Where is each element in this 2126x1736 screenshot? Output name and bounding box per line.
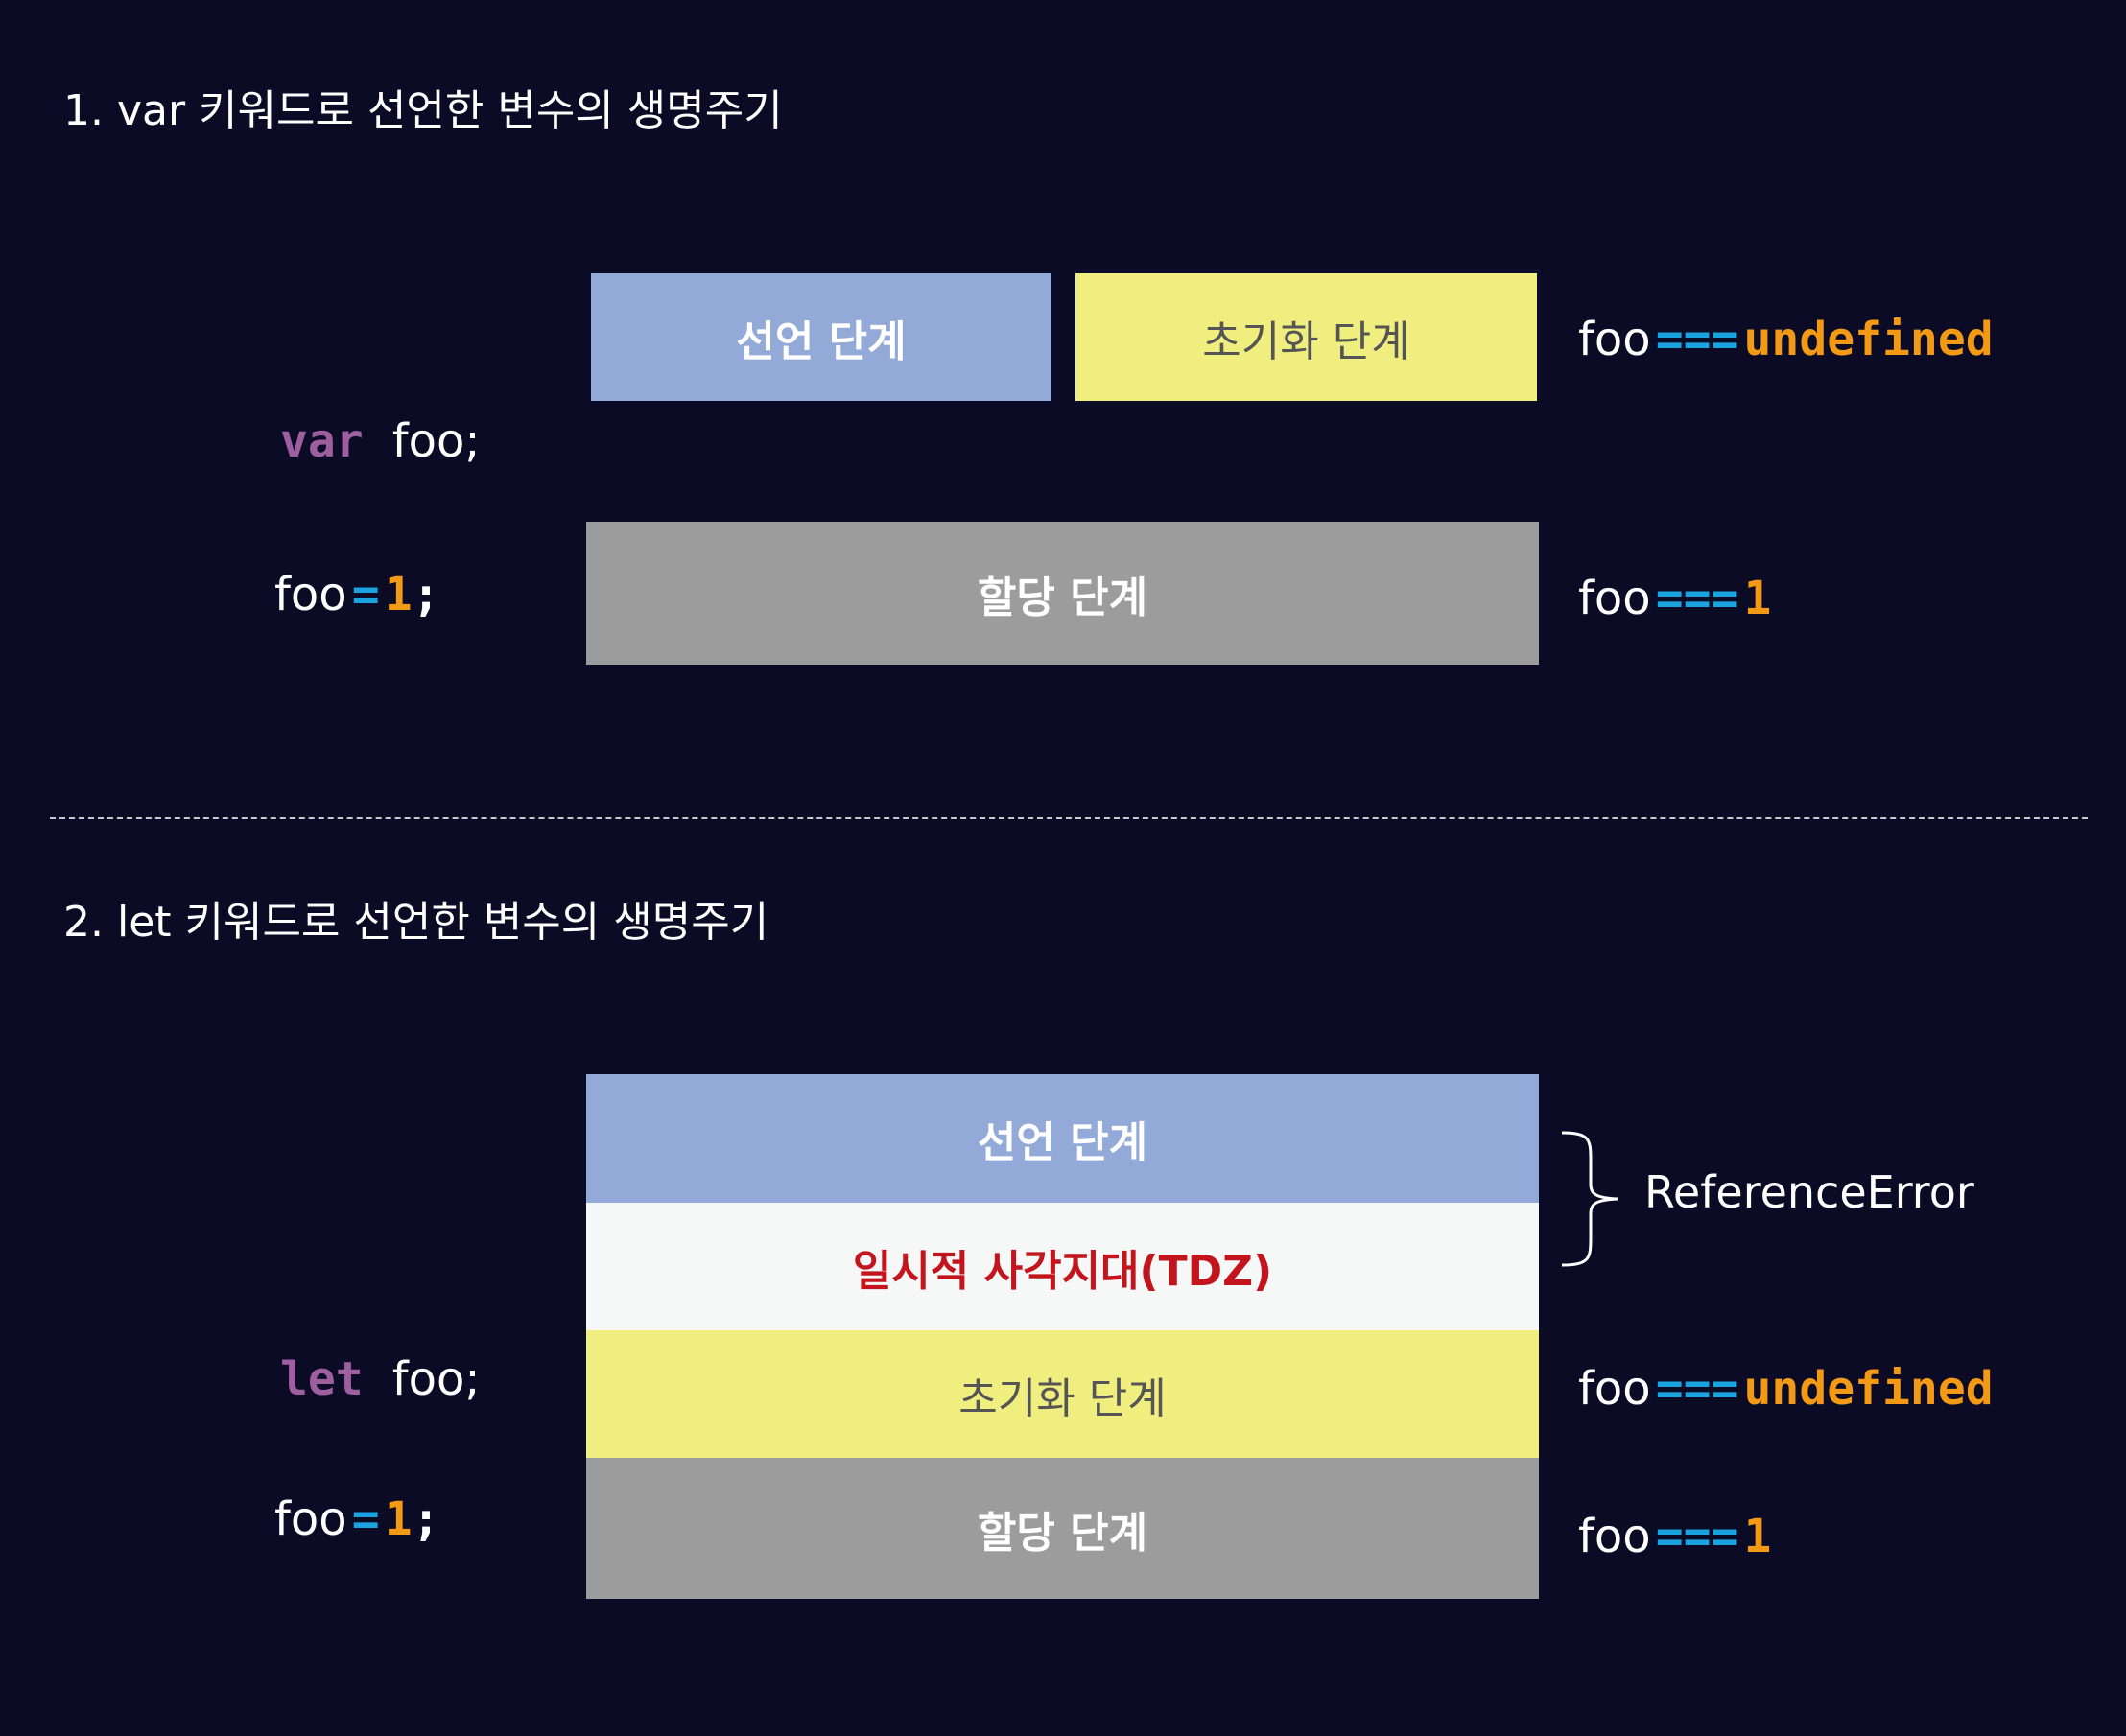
result-operator: === bbox=[1655, 1510, 1739, 1563]
section2-result-one: foo === 1 bbox=[1578, 1513, 1771, 1560]
result-identifier: foo bbox=[1578, 572, 1651, 625]
result-identifier: foo bbox=[1578, 313, 1651, 366]
section1-declaration-box: 선언 단계 bbox=[591, 273, 1051, 401]
section1-result-undefined: foo === undefined bbox=[1578, 317, 1994, 363]
assignment-operator: = bbox=[351, 1492, 380, 1546]
section2-assignment-statement: foo = 1; bbox=[274, 1496, 440, 1542]
section2-initialization-box: 초기화 단계 bbox=[586, 1330, 1539, 1458]
section1-assignment-box: 할당 단계 bbox=[586, 522, 1539, 665]
result-identifier: foo bbox=[1578, 1362, 1651, 1416]
section2-tdz-box: 일시적 사각지대(TDZ) bbox=[586, 1203, 1539, 1330]
result-value: undefined bbox=[1743, 1362, 1994, 1416]
section1-initialization-box: 초기화 단계 bbox=[1075, 273, 1537, 401]
section2-title: 2. let 키워드로 선언한 변수의 생명주기 bbox=[63, 898, 769, 947]
result-identifier: foo bbox=[1578, 1510, 1651, 1563]
let-keyword: let bbox=[280, 1352, 364, 1406]
assignment-identifier: foo bbox=[274, 568, 347, 622]
assignment-operator: = bbox=[351, 568, 380, 622]
section-divider bbox=[50, 817, 2088, 819]
result-value: 1 bbox=[1743, 572, 1772, 625]
declaration-identifier: foo; bbox=[391, 1352, 481, 1406]
assignment-terminator: ; bbox=[412, 1492, 440, 1546]
assignment-value: 1 bbox=[384, 568, 413, 622]
declaration-identifier: foo; bbox=[391, 414, 481, 468]
result-operator: === bbox=[1655, 1362, 1739, 1416]
section2-declaration-box: 선언 단계 bbox=[586, 1074, 1539, 1203]
result-operator: === bbox=[1655, 572, 1739, 625]
result-value: undefined bbox=[1743, 313, 1994, 366]
assignment-identifier: foo bbox=[274, 1492, 347, 1546]
result-value: 1 bbox=[1743, 1510, 1772, 1563]
section1-assignment-statement: foo = 1; bbox=[274, 572, 440, 618]
result-operator: === bbox=[1655, 313, 1739, 366]
section2-result-undefined: foo === undefined bbox=[1578, 1366, 1994, 1412]
section1-result-one: foo === 1 bbox=[1578, 575, 1771, 622]
assignment-terminator: ; bbox=[412, 568, 440, 622]
reference-error-label: ReferenceError bbox=[1644, 1166, 1974, 1218]
curly-brace-icon bbox=[1561, 1131, 1618, 1267]
section1-title: 1. var 키워드로 선언한 변수의 생명주기 bbox=[63, 86, 783, 135]
var-keyword: var bbox=[280, 414, 364, 468]
assignment-value: 1 bbox=[384, 1492, 413, 1546]
section2-assignment-box: 할당 단계 bbox=[586, 1458, 1539, 1599]
